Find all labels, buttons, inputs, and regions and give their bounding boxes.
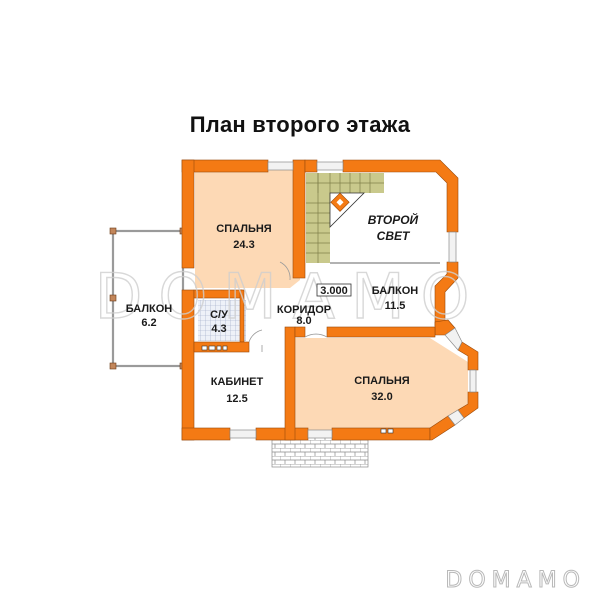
room-name: СПАЛЬНЯ — [354, 375, 409, 387]
stair-treads — [306, 173, 384, 263]
porch-pavers — [271, 436, 369, 468]
windows — [229, 161, 477, 439]
bedroom-1-floor — [195, 170, 295, 270]
room-name: БАЛКОН — [372, 285, 419, 297]
footer-watermark: DOMAMO — [445, 568, 586, 594]
room-name: СПАЛЬНЯ — [216, 223, 271, 235]
room-name: КОРИДОР — [277, 304, 331, 316]
room-area: 11.5 — [385, 300, 406, 312]
room-area: 12.5 — [226, 393, 247, 405]
room-area: 6.2 — [141, 317, 156, 329]
room-area: 24.3 — [233, 239, 254, 251]
room-floors — [195, 170, 468, 430]
room-name: ВТОРОЙ — [368, 211, 419, 227]
level-mark: 3.000 — [320, 285, 348, 297]
bathroom-floor — [198, 300, 246, 341]
room-name: С/У — [210, 309, 228, 321]
door-swings — [248, 261, 328, 352]
plumbing-fixtures — [201, 345, 394, 434]
room-name: БАЛКОН — [126, 303, 173, 315]
room-name-2: СВЕТ — [377, 229, 411, 243]
room-area: 8.0 — [296, 315, 311, 327]
watermark: DOMAMO — [95, 260, 486, 333]
room-name: КАБИНЕТ — [211, 376, 264, 388]
level-mark-box — [316, 283, 352, 297]
room-area: 4.3 — [211, 323, 226, 335]
plan-title: План второго этажа — [189, 112, 411, 137]
bedroom-2-floor — [293, 338, 468, 430]
stairs — [306, 173, 384, 263]
room-area: 32.0 — [371, 391, 392, 403]
